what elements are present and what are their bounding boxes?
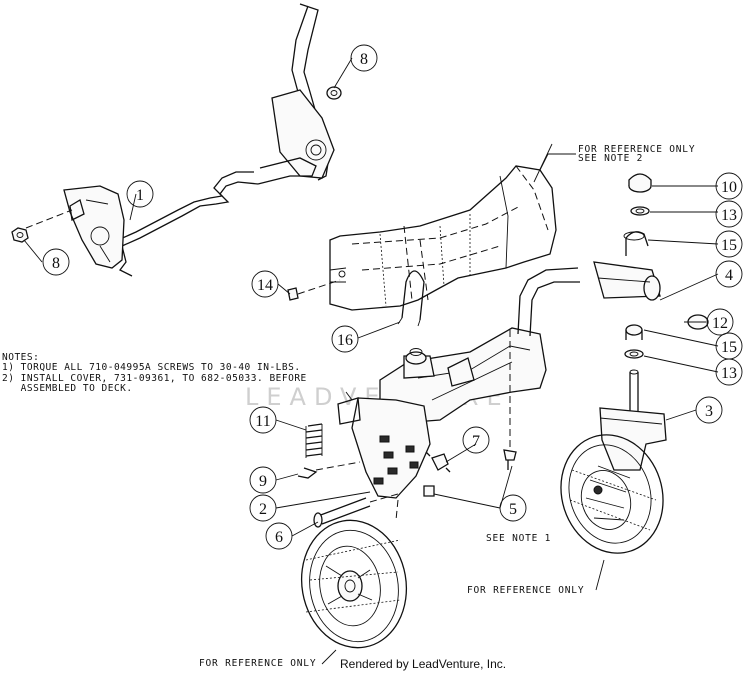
notes-line-3: ASSEMBLED TO DECK. — [2, 383, 133, 394]
clevis-pin-part-6 — [313, 493, 399, 528]
u-bolt-part-16 — [397, 270, 425, 327]
svg-text:14: 14 — [257, 277, 273, 294]
callout-14: 14 — [251, 270, 279, 298]
callout-15-bottom: 15 — [715, 332, 743, 360]
svg-text:9: 9 — [259, 473, 267, 490]
front-bracket-assembly — [337, 261, 661, 499]
callout-8-top: 8 — [350, 44, 378, 72]
svg-text:11: 11 — [255, 413, 270, 430]
callout-6: 6 — [265, 522, 293, 550]
callout-2: 2 — [249, 494, 277, 522]
caster-hardware-stack — [623, 173, 709, 412]
right-caster-wheel — [560, 407, 667, 554]
svg-text:8: 8 — [360, 51, 368, 68]
callout-11: 11 — [249, 406, 277, 434]
svg-text:10: 10 — [721, 179, 737, 196]
notes-line-1: 1) TORQUE ALL 710-04995A SCREWS TO 30-40… — [2, 362, 301, 373]
svg-text:2: 2 — [259, 501, 267, 518]
callout-12: 12 — [706, 308, 734, 336]
svg-text:8: 8 — [52, 255, 60, 272]
svg-text:3: 3 — [705, 403, 713, 420]
svg-text:13: 13 — [721, 207, 737, 224]
reference-label-deck-note: SEE NOTE 2 — [578, 153, 644, 164]
reference-label-right-wheel: FOR REFERENCE ONLY — [467, 585, 585, 596]
svg-text:5: 5 — [509, 501, 517, 518]
deck-reference — [329, 143, 557, 311]
svg-text:15: 15 — [721, 237, 737, 254]
hairpin-part-9 — [297, 467, 318, 479]
reference-label-deck: FOR REFERENCE ONLY — [578, 144, 696, 155]
callout-1: 1 — [126, 180, 154, 208]
callout-16: 16 — [331, 325, 359, 353]
callout-3: 3 — [695, 396, 723, 424]
callout-8-left: 8 — [42, 248, 70, 276]
svg-text:6: 6 — [275, 529, 283, 546]
notes-line-2: 2) INSTALL COVER, 731-09361, TO 682-0503… — [2, 373, 307, 384]
screw-part-14 — [287, 279, 341, 301]
height-adjust-lever — [25, 3, 335, 277]
svg-text:13: 13 — [721, 365, 737, 382]
callout-13-top: 13 — [715, 200, 743, 228]
reference-label-left-wheel: FOR REFERENCE ONLY — [199, 658, 317, 669]
callout-10: 10 — [715, 172, 743, 200]
bolts-part-5 — [423, 330, 517, 497]
svg-text:7: 7 — [472, 433, 480, 450]
callout-13-bottom: 13 — [715, 358, 743, 386]
callout-5: 5 — [499, 494, 527, 522]
svg-text:4: 4 — [725, 267, 733, 284]
nut-part-8 — [11, 86, 342, 243]
callout-7: 7 — [462, 426, 490, 454]
alignment-lines — [315, 461, 399, 521]
svg-text:1: 1 — [136, 187, 144, 204]
knob-part-7 — [425, 451, 451, 473]
notes-heading: NOTES: — [2, 352, 40, 363]
left-front-wheel — [300, 519, 408, 649]
svg-text:15: 15 — [721, 339, 737, 356]
svg-text:16: 16 — [337, 332, 353, 349]
see-note-1-label: SEE NOTE 1 — [486, 533, 552, 544]
callout-15-top: 15 — [715, 230, 743, 258]
render-credit: Rendered by LeadVenture, Inc. — [340, 657, 507, 671]
callout-9: 9 — [249, 466, 277, 494]
svg-text:12: 12 — [712, 315, 728, 332]
callout-4: 4 — [715, 260, 743, 288]
spring-part-11 — [305, 423, 323, 458]
leader-lines — [23, 57, 719, 665]
